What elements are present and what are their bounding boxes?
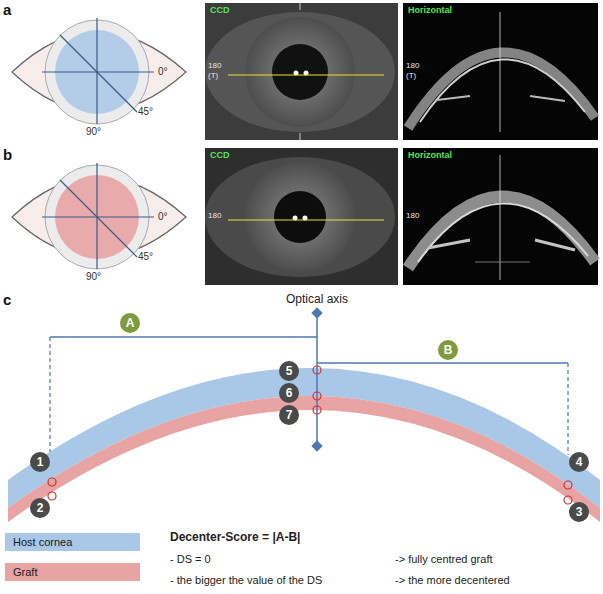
- panel-letter: a: [3, 2, 11, 19]
- image-tag: Horizontal: [408, 151, 452, 161]
- angle-label: 45°: [138, 251, 153, 262]
- callout-text: 3: [576, 506, 583, 518]
- callout-text: A: [126, 317, 135, 329]
- oct-scan: [530, 96, 565, 101]
- callout-number: 6: [279, 383, 299, 403]
- measure-point: [564, 496, 572, 504]
- oct-scan: [403, 3, 598, 140]
- oct-scan: [475, 262, 530, 263]
- callout-number: 3: [569, 502, 589, 522]
- angle-label: 45°: [138, 106, 153, 117]
- angle-label: 90°: [86, 271, 101, 282]
- distance-bracket: [50, 336, 317, 338]
- callout-text: 5: [286, 365, 293, 377]
- ccd-photo: [300, 3, 301, 10]
- note: -> the more decentered: [395, 574, 510, 586]
- optical-axis: [316, 313, 318, 446]
- oct-scan: [403, 148, 598, 285]
- ccd-photo: [274, 191, 326, 243]
- panel-letter: b: [3, 147, 12, 164]
- oct-scan: [403, 148, 598, 285]
- legend-text: Graft: [13, 566, 37, 578]
- cornea-bands: [8, 368, 600, 508]
- oct-scan: [535, 240, 575, 250]
- distance-marker: A: [120, 313, 140, 333]
- oct-scan: [403, 3, 598, 140]
- measure-point: [313, 366, 321, 374]
- distance-bracket: [50, 337, 568, 455]
- measure-point: [48, 366, 572, 504]
- image-scale: 180: [208, 62, 221, 71]
- axis-label: Optical axis: [286, 293, 348, 306]
- oct-scan: [500, 155, 501, 280]
- legend-text: Host cornea: [13, 536, 72, 548]
- callout-text: 7: [286, 409, 293, 421]
- image-scale: (T): [406, 72, 416, 81]
- note: - DS = 0: [170, 553, 211, 565]
- note: - the bigger the value of the DS: [170, 574, 322, 586]
- distance-bracket: [567, 363, 568, 455]
- angle-label: 90°: [86, 126, 101, 137]
- ccd-photo: [205, 148, 398, 285]
- ccd-photo: [228, 219, 384, 220]
- note: -> fully centred graft: [395, 553, 493, 565]
- optical-axis: [311, 307, 322, 318]
- measure-point: [313, 406, 321, 414]
- oct-scan: [428, 240, 470, 248]
- panel-letter: c: [3, 292, 11, 309]
- callout-number: 4: [569, 452, 589, 472]
- image-scale: 180: [406, 212, 419, 221]
- angle-label: 0°: [158, 211, 168, 222]
- ccd-photo: [228, 74, 384, 75]
- eye-illustration: [12, 163, 186, 269]
- measure-point: [48, 478, 56, 486]
- optical-axis: [311, 307, 322, 451]
- callout-text: 6: [286, 387, 293, 399]
- eye-illustration: [60, 180, 137, 257]
- distance-bracket: [317, 362, 568, 364]
- cornea-bands: [8, 368, 600, 522]
- oct-scan: [437, 96, 470, 100]
- callout-number: 5: [279, 361, 299, 381]
- callout-text: 4: [576, 456, 583, 468]
- ccd-photo: [205, 3, 398, 140]
- ccd-photo: [272, 44, 328, 100]
- callout-number: 7: [279, 405, 299, 425]
- callout-text: 1: [37, 456, 44, 468]
- image-tag: Horizontal: [408, 6, 452, 16]
- angle-label: 0°: [158, 66, 168, 77]
- callout-number: 2: [30, 498, 50, 518]
- callout-text: B: [444, 344, 453, 356]
- callout-text: 2: [37, 502, 44, 514]
- measure-point: [313, 392, 321, 400]
- oct-scan: [418, 203, 588, 262]
- oct-scan: [408, 196, 595, 268]
- ccd-photo: [205, 3, 398, 140]
- ccd-photo: [245, 17, 355, 127]
- image-tag: CCD: [210, 151, 230, 161]
- ccd-photo: [205, 148, 398, 285]
- ccd-photo: [205, 12, 395, 132]
- ccd-photo: [205, 157, 395, 277]
- optical-axis: [311, 440, 322, 451]
- callout-number: 1: [30, 452, 50, 472]
- distance-marker: B: [438, 340, 458, 360]
- oct-scan: [500, 12, 501, 132]
- ccd-photo: [300, 133, 301, 140]
- image-scale: (T): [208, 72, 218, 81]
- image-scale: 180: [406, 62, 419, 71]
- measure-point: [564, 481, 572, 489]
- ccd-photo: [245, 162, 355, 272]
- distance-bracket: [49, 337, 50, 452]
- oct-scan: [408, 52, 595, 128]
- eye-illustration: [12, 18, 186, 124]
- formula: Decenter-Score = |A-B|: [170, 531, 300, 544]
- oct-scan: [420, 59, 585, 122]
- image-tag: CCD: [210, 6, 230, 16]
- measure-point: [48, 492, 56, 500]
- cornea-bands: [8, 396, 600, 522]
- eye-illustration: [60, 35, 137, 112]
- image-scale: 180: [208, 212, 221, 221]
